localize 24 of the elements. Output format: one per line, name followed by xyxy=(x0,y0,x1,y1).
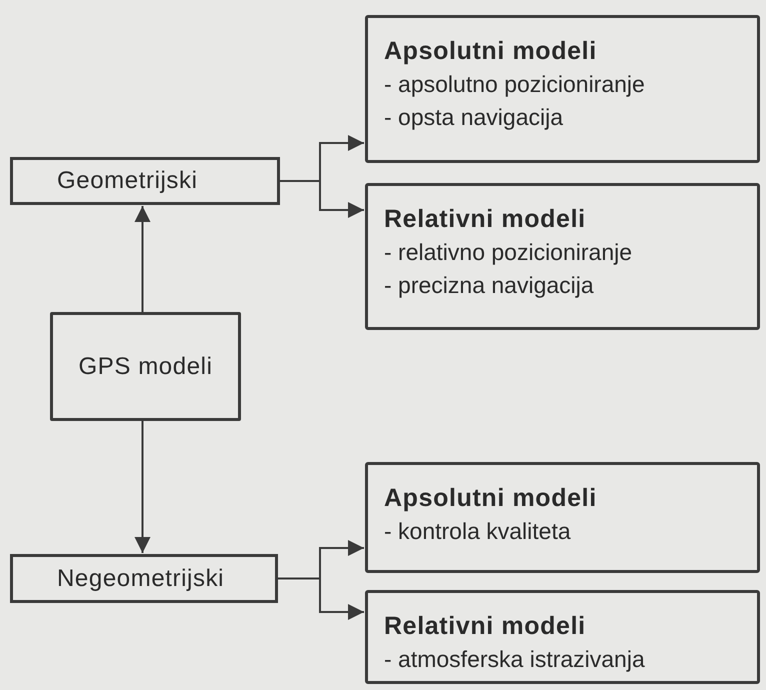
arrow xyxy=(134,206,150,312)
category-box xyxy=(10,554,278,603)
box-heading: Relativni modeli xyxy=(384,611,586,642)
model-box xyxy=(365,183,760,330)
box-heading: Relativni modeli xyxy=(384,204,586,235)
category-box xyxy=(50,312,241,421)
box-heading: Apsolutni modeli xyxy=(384,483,597,514)
model-box xyxy=(365,462,760,573)
list-item: - opsta navigacija xyxy=(384,103,563,132)
model-box xyxy=(365,590,760,684)
box-label: Geometrijski xyxy=(57,166,198,196)
list-item: - relativno pozicioniranje xyxy=(384,238,632,267)
list-item: - precizna navigacija xyxy=(384,271,594,300)
list-item: - kontrola kvaliteta xyxy=(384,517,571,546)
model-box xyxy=(365,15,760,163)
category-box xyxy=(10,157,280,205)
list-item: - atmosferska istrazivanja xyxy=(384,645,645,674)
list-item: - apsolutno pozicioniranje xyxy=(384,70,645,99)
box-heading: Apsolutni modeli xyxy=(384,36,597,67)
arrow xyxy=(278,578,364,620)
arrow xyxy=(134,421,150,553)
box-label: Negeometrijski xyxy=(57,564,224,594)
box-label: GPS modeli xyxy=(78,352,213,382)
arrow xyxy=(280,180,364,218)
